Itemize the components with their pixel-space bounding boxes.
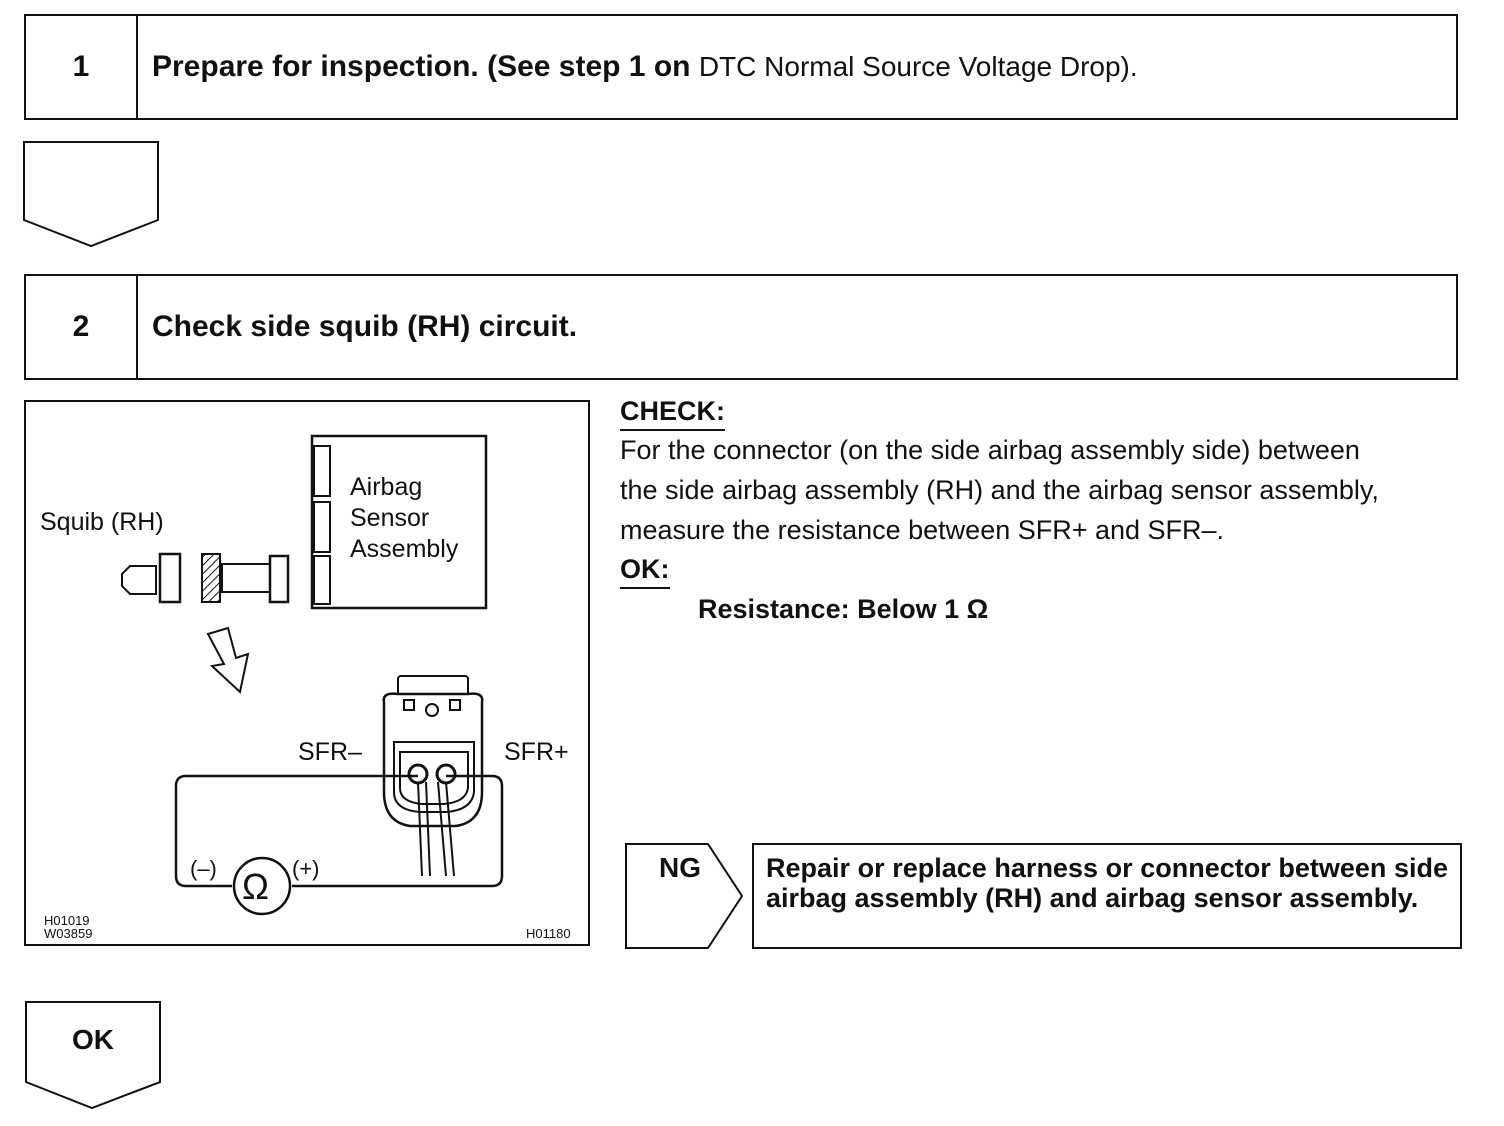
ng-arrow (625, 843, 744, 949)
step-2-box: 2 Check side squib (RH) circuit. (24, 274, 1458, 380)
meter-plus-label: (+) (292, 856, 320, 881)
sensor-label-line-1: Airbag (350, 473, 423, 501)
ok-arrow (25, 1001, 161, 1110)
resistance-spec: Resistance: Below 1 Ω (698, 594, 989, 624)
sensor-label-line-3: Assembly (350, 535, 459, 563)
ohm-icon: Ω (242, 866, 269, 907)
sensor-assembly-label: Airbag Sensor Assembly (350, 472, 458, 565)
step-1-title: Prepare for inspection. (See step 1 on D… (152, 16, 1138, 118)
meter-minus-label: (–) (190, 856, 217, 881)
check-text-line-2: the side airbag assembly (RH) and the ai… (620, 475, 1379, 505)
check-text: For the connector (on the side airbag as… (620, 430, 1466, 550)
check-text-line-1: For the connector (on the side airbag as… (620, 435, 1360, 465)
ng-label: NG (659, 852, 701, 883)
step-1-reference: DTC Normal Source Voltage Drop). (698, 51, 1138, 82)
figure-code-left: H01019 W03859 (44, 914, 92, 940)
connector-diagram: Squib (RH) Airbag Sensor Assembly SFR– S… (24, 400, 590, 946)
figure-code-left-1: H01019 (44, 913, 90, 928)
step-1-title-text: Prepare for inspection. (See step 1 on (152, 50, 691, 83)
flow-arrow-1 (23, 141, 159, 248)
terminal-minus-label: SFR– (298, 738, 362, 766)
figure-code-left-2: W03859 (44, 926, 93, 941)
squib-label: Squib (RH) (40, 508, 164, 536)
connector-diagram-drawing (121, 434, 504, 916)
ok-heading: OK: (620, 554, 670, 589)
step-2-title: Check side squib (RH) circuit. (152, 310, 578, 343)
check-heading: CHECK: (620, 396, 725, 431)
ng-action-box: Repair or replace harness or connector b… (752, 843, 1462, 949)
sensor-label-line-2: Sensor (350, 504, 430, 532)
figure-code-right: H01180 (526, 926, 571, 941)
step-1-number: 1 (26, 16, 138, 118)
terminal-plus-label: SFR+ (504, 738, 569, 766)
ok-label: OK (72, 1024, 114, 1055)
step-1-box: 1 Prepare for inspection. (See step 1 on… (24, 14, 1458, 120)
check-text-line-3: measure the resistance between SFR+ and … (620, 515, 1225, 545)
step-2-number: 2 (26, 276, 138, 378)
